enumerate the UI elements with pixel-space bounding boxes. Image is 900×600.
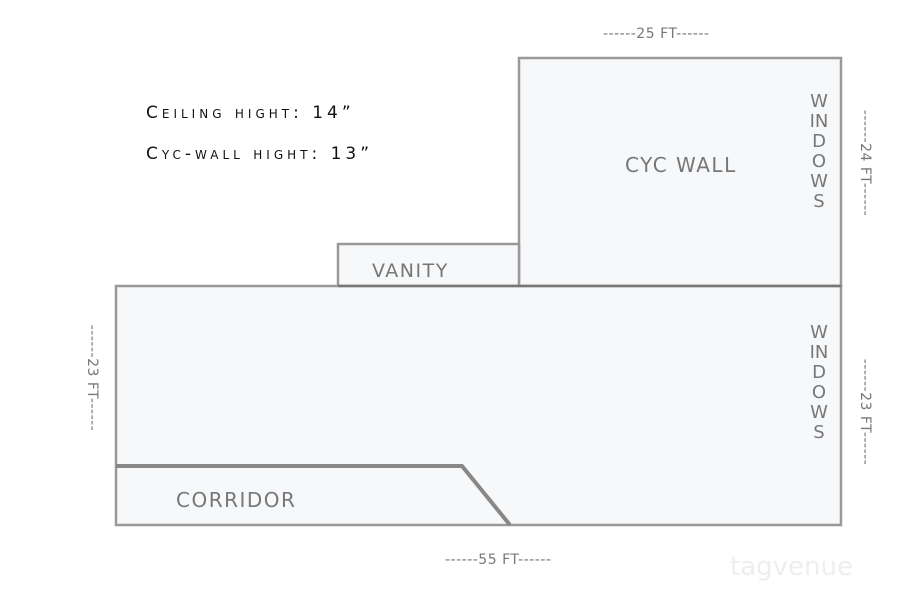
vanity-label: VANITY	[372, 260, 449, 282]
tagvenue-watermark: tagvenue	[730, 552, 853, 582]
dimension-right-top: ------24 FT------	[857, 109, 873, 217]
dimension-right-bottom: ------23 FT------	[857, 358, 873, 466]
ceiling-height-note: Ceiling hight: 14”	[146, 103, 355, 123]
corridor-label: CORRIDOR	[176, 488, 297, 512]
cyc-wall-room	[517, 56, 843, 288]
windows-label-bottom: WINDOWS	[809, 322, 829, 443]
corridor-wall	[116, 464, 512, 527]
dimension-left: ------23 FT------	[84, 324, 100, 432]
dimension-top: ------25 FT------	[603, 26, 710, 42]
cyc-wall-height-note: Cyc-wall hight: 13”	[146, 144, 374, 164]
dimension-bottom: ------55 FT------	[445, 552, 552, 568]
cyc-wall-label: CYC WALL	[625, 153, 737, 177]
windows-label-top: WINDOWS	[809, 91, 829, 212]
